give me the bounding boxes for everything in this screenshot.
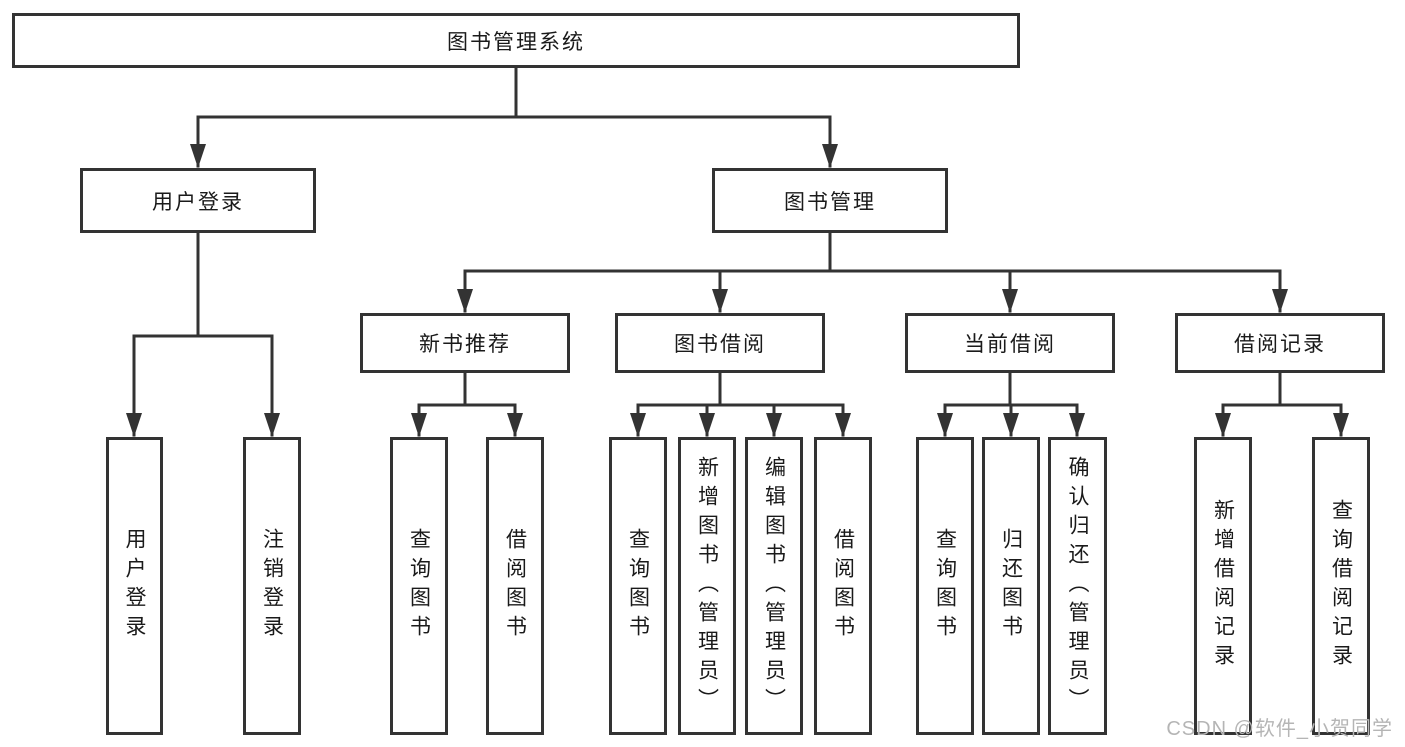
leaf-borrow-books: 借阅图书: [814, 437, 872, 735]
leaf-query-borrow-record: 查询借阅记录: [1312, 437, 1370, 735]
node-borrow-records: 借阅记录: [1175, 313, 1385, 373]
node-book-borrowing: 图书借阅: [615, 313, 825, 373]
leaf-query-books-current: 查询图书: [916, 437, 974, 735]
node-root-library-system: 图书管理系统: [12, 13, 1020, 68]
leaf-edit-books-admin: 编辑图书（管理员）: [745, 437, 803, 735]
leaf-logout: 注销登录: [243, 437, 301, 735]
node-new-book-recommend: 新书推荐: [360, 313, 570, 373]
tree-edges: [132, 66, 1343, 437]
leaf-confirm-return-admin: 确认归还（管理员）: [1048, 437, 1107, 735]
csdn-watermark: CSDN @软件_小贺同学: [1166, 718, 1393, 740]
node-current-borrowing: 当前借阅: [905, 313, 1115, 373]
leaf-add-books-admin: 新增图书（管理员）: [678, 437, 736, 735]
arrowhead-icons: [126, 144, 1349, 437]
leaf-borrow-books-recommend: 借阅图书: [486, 437, 544, 735]
leaf-query-books-recommend: 查询图书: [390, 437, 448, 735]
leaf-return-books: 归还图书: [982, 437, 1040, 735]
leaf-query-books-borrowing: 查询图书: [609, 437, 667, 735]
node-user-login: 用户登录: [80, 168, 316, 233]
node-book-management: 图书管理: [712, 168, 948, 233]
leaf-add-borrow-record: 新增借阅记录: [1194, 437, 1252, 735]
leaf-user-login: 用户登录: [106, 437, 163, 735]
